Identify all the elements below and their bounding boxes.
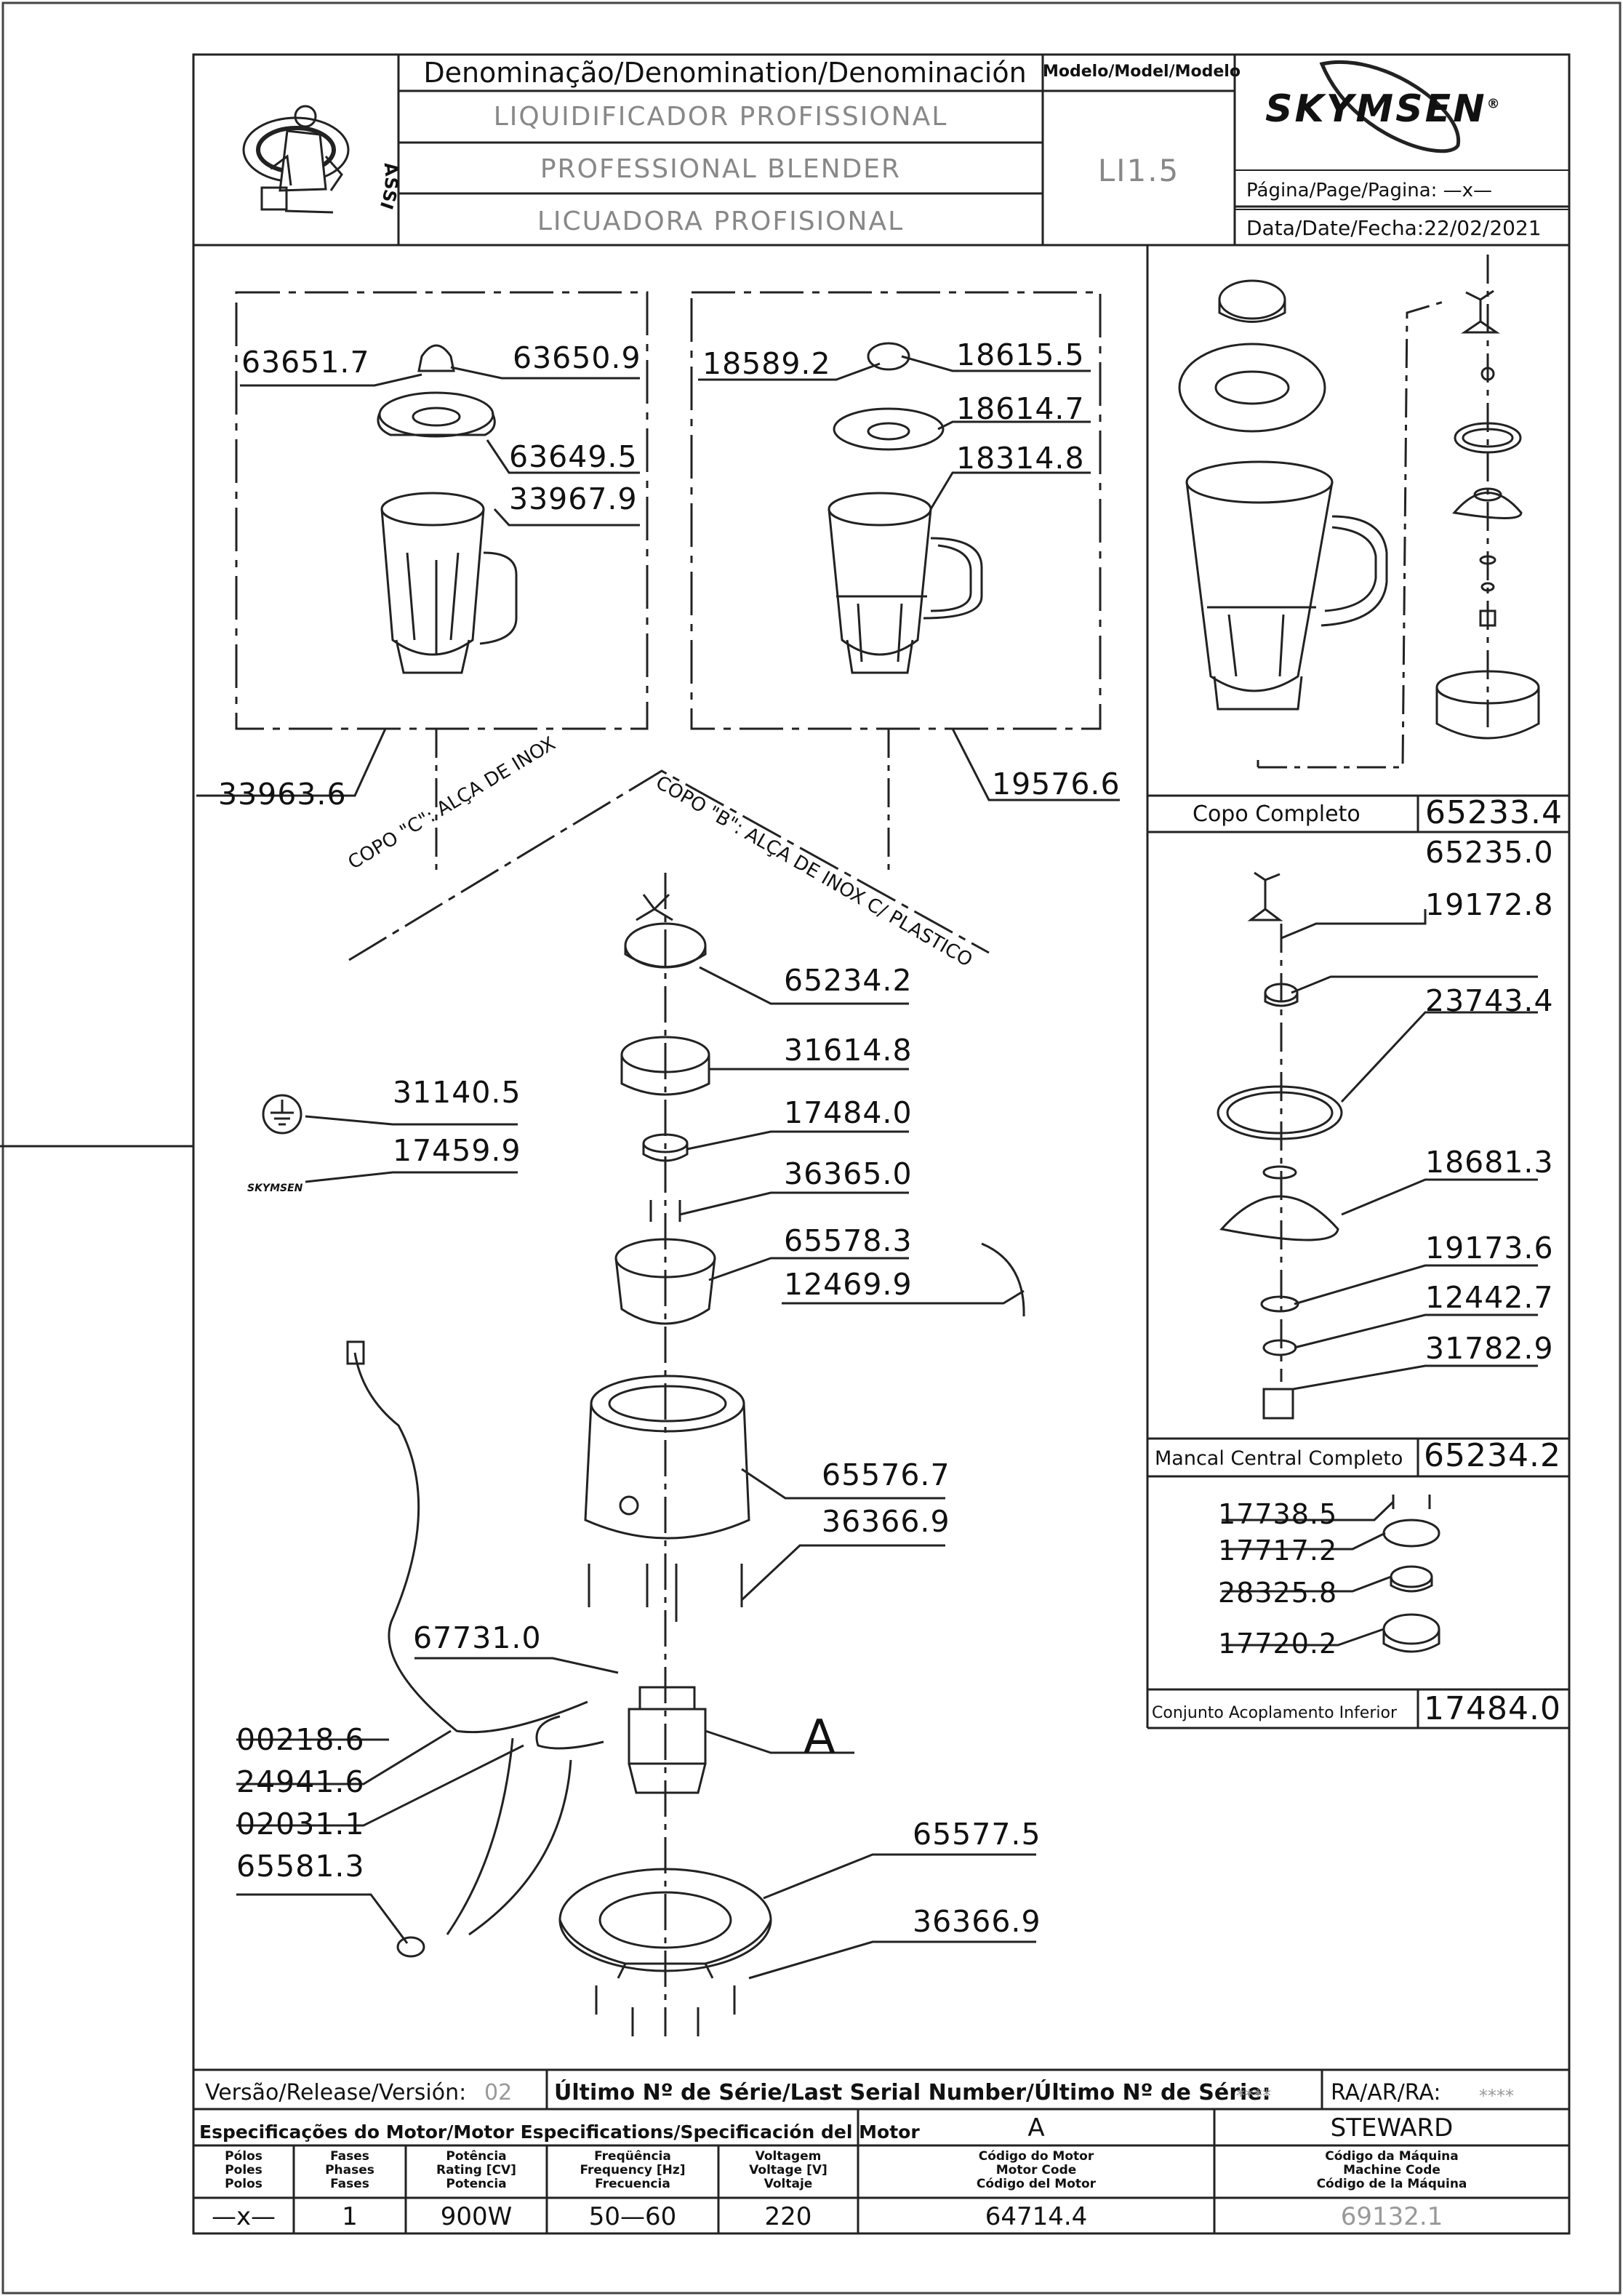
part-00218-6: 00218.6	[236, 1722, 365, 1757]
complete-cup-label: Copo Completo	[1193, 801, 1360, 827]
brand-registered: ®	[1486, 96, 1502, 112]
product-name-es: LICUADORA PROFISIONAL	[537, 207, 905, 236]
motor-label: A	[804, 1711, 835, 1764]
product-name-pt: LIQUIDIFICADOR PROFISSIONAL	[493, 102, 948, 132]
complete-cup-code: 65233.4	[1425, 794, 1563, 831]
val-phases: 1	[342, 2202, 358, 2231]
part-36366-9-bottom: 36366.9	[913, 1904, 1041, 1939]
serial-label: Último Nº de Série/Last Serial Number/Úl…	[554, 2080, 1271, 2105]
part-65576-7: 65576.7	[822, 1457, 950, 1492]
col-phases: Fases Phases Fases	[325, 2149, 374, 2191]
part-65577-5: 65577.5	[913, 1817, 1041, 1852]
brand-logo: SKYMSEN®	[1265, 87, 1500, 131]
part-19576-6: 19576.6	[992, 767, 1121, 801]
model-value: LI1.5	[1097, 153, 1180, 188]
date-row: Data/Date/Fecha:22/02/2021	[1246, 212, 1542, 244]
part-31614-8: 31614.8	[784, 1033, 913, 1068]
col-voltage: Voltagem Voltage [V] Voltaje	[749, 2149, 827, 2191]
power-cord	[346, 1340, 604, 1958]
part-17717-2: 17717.2	[1218, 1535, 1338, 1567]
model-title: Modelo/Model/Modelo	[1043, 63, 1241, 81]
product-name-en: PROFESSIONAL BLENDER	[540, 154, 902, 184]
part-31782-9: 31782.9	[1425, 1331, 1554, 1366]
bearing-code: 65234.2	[1424, 1437, 1561, 1474]
version-label: Versão/Release/Versión:	[205, 2080, 467, 2105]
brand-logo-swoosh	[1319, 60, 1460, 153]
part-18314-8: 18314.8	[956, 441, 1085, 476]
part-67731-0: 67731.0	[413, 1620, 542, 1655]
part-17459-9: 17459.9	[393, 1133, 521, 1168]
val-freq: 50—60	[588, 2202, 677, 2231]
part-19173-6: 19173.6	[1425, 1231, 1554, 1265]
motor-spec-title: Especificações do Motor/Motor Especifica…	[199, 2121, 920, 2143]
coupling-code: 17484.0	[1424, 1690, 1561, 1727]
part-18589-2: 18589.2	[702, 346, 831, 381]
part-18615-5: 18615.5	[956, 337, 1085, 372]
val-power: 900W	[440, 2202, 513, 2231]
cup-c-assembly	[377, 344, 518, 674]
ra-label: RA/AR/RA:	[1331, 2080, 1441, 2105]
part-65581-3: 65581.3	[236, 1849, 365, 1884]
val-voltage: 220	[764, 2202, 812, 2231]
val-motor-code: 64714.4	[985, 2202, 1088, 2231]
version-value: 02	[484, 2080, 513, 2105]
center-blender-assembly	[558, 873, 1025, 2036]
part-18681-3: 18681.3	[1425, 1145, 1554, 1180]
date-label: Data/Date/Fecha:	[1246, 216, 1424, 240]
page-label: Página/Page/Pagina:	[1246, 180, 1438, 201]
part-65235-0: 65235.0	[1425, 835, 1554, 870]
col-freq: Freqüência Frequency [Hz] Frecuencia	[580, 2149, 686, 2191]
part-02031-1: 02031.1	[236, 1807, 365, 1841]
bearing-label: Mancal Central Completo	[1155, 1447, 1403, 1470]
part-33967-9: 33967.9	[509, 481, 638, 516]
manufacturer: STEWARD	[1330, 2113, 1454, 2143]
part-23743-4: 23743.4	[1425, 983, 1554, 1018]
col-machine-code: Código da Máquina Machine Code Código de…	[1316, 2149, 1467, 2191]
page-row: Página/Page/Pagina: —x—	[1246, 175, 1492, 207]
part-12469-9: 12469.9	[784, 1267, 913, 1302]
brand-name: SKYMSEN	[1265, 87, 1487, 131]
coupling-label: Conjunto Acoplamento Inferior	[1152, 1704, 1397, 1722]
authorized-service-stamp	[242, 105, 350, 214]
part-17484-0: 17484.0	[784, 1095, 913, 1130]
cup-b-assembly	[827, 342, 983, 674]
motor-code-letter: A	[1027, 2113, 1045, 2143]
part-12442-7: 12442.7	[1425, 1280, 1554, 1315]
part-36365-0: 36365.0	[784, 1156, 913, 1191]
part-19172-8: 19172.8	[1425, 887, 1554, 922]
part-65234-2: 65234.2	[784, 963, 913, 998]
serial-value: ****	[1236, 2086, 1271, 2106]
part-63649-5: 63649.5	[509, 439, 638, 474]
ground-symbol-icon	[262, 1094, 302, 1135]
part-33963-6: 33963.6	[218, 777, 347, 812]
val-machine-code: 69132.1	[1340, 2202, 1443, 2231]
part-28325-8: 28325.8	[1218, 1577, 1338, 1609]
ra-value: ****	[1479, 2086, 1514, 2106]
skymsen-badge: SKYMSEN	[247, 1183, 303, 1194]
col-power: Potência Rating [CV] Potencia	[436, 2149, 516, 2191]
date-value: 22/02/2021	[1424, 216, 1542, 240]
denomination-title: Denominação/Denomination/Denominación	[423, 57, 1027, 89]
part-63651-7: 63651.7	[241, 345, 370, 380]
val-poles: —x—	[211, 2202, 276, 2231]
part-17738-5: 17738.5	[1218, 1498, 1338, 1530]
part-65578-3: 65578.3	[784, 1223, 913, 1258]
part-36366-9-top: 36366.9	[822, 1504, 950, 1539]
complete-cup-exploded	[1178, 255, 1540, 740]
col-motor-code: Código do Motor Motor Code Código del Mo…	[976, 2149, 1097, 2191]
part-24941-6: 24941.6	[236, 1764, 365, 1799]
part-18614-7: 18614.7	[956, 391, 1085, 426]
part-63650-9: 63650.9	[513, 340, 641, 375]
part-17720-2: 17720.2	[1218, 1628, 1338, 1660]
stamp-text: ASSISTÊNCIA TÉCNICA AUTORIZADA	[0, 0, 401, 212]
part-31140-5: 31140.5	[393, 1075, 521, 1110]
page-value: —x—	[1443, 180, 1493, 201]
col-poles: Pólos Poles Polos	[225, 2149, 263, 2191]
